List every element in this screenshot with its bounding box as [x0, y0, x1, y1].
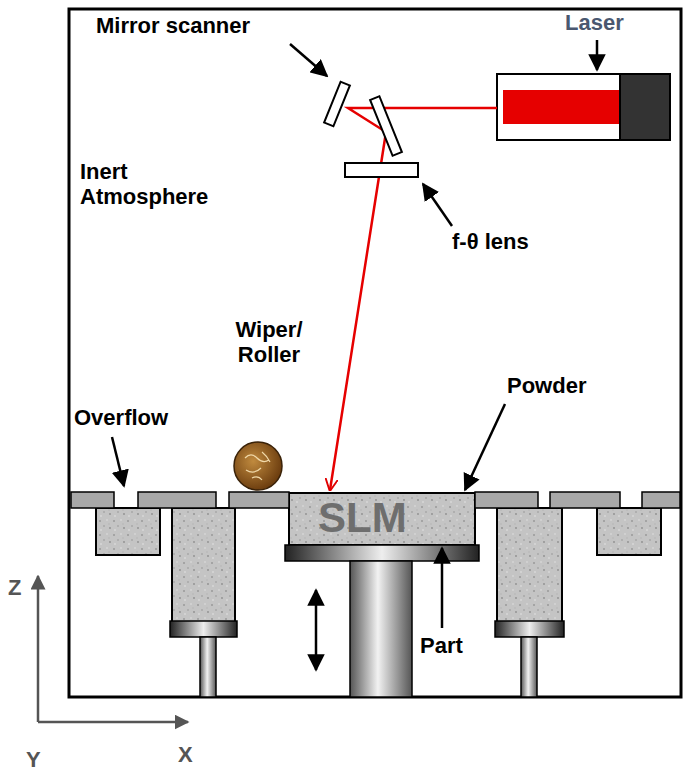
part-label: f-θ lens	[452, 230, 529, 255]
motion-arrow	[315, 590, 318, 670]
roller	[234, 442, 282, 490]
axis-label: X	[178, 743, 193, 768]
part-label: Powder	[507, 374, 586, 399]
chamber-wall	[69, 9, 681, 697]
feed-piston-right	[495, 508, 564, 697]
overflow-bin	[597, 508, 661, 555]
axis-arrows	[38, 576, 188, 722]
part-label: Mirror scanner	[96, 14, 250, 39]
note-label: Inert Atmosphere	[80, 160, 220, 209]
overflow-bin	[96, 508, 160, 555]
part-label: Overflow	[74, 406, 168, 431]
laser-beam	[330, 108, 497, 490]
axis-label: Y	[26, 748, 41, 773]
build-chamber	[285, 493, 479, 697]
part-label: Laser	[565, 11, 624, 36]
roller-texture	[245, 452, 270, 480]
f-theta-lens	[345, 163, 418, 177]
part-label: Part	[420, 634, 463, 659]
watermark: SLM	[318, 494, 407, 541]
part-label: Wiper/ Roller	[228, 318, 310, 367]
feed-piston-left	[170, 508, 237, 697]
laser-unit	[497, 74, 670, 140]
mirror-scanner	[324, 82, 402, 156]
leader-arrow	[112, 40, 597, 628]
axis-label: Z	[8, 576, 21, 601]
